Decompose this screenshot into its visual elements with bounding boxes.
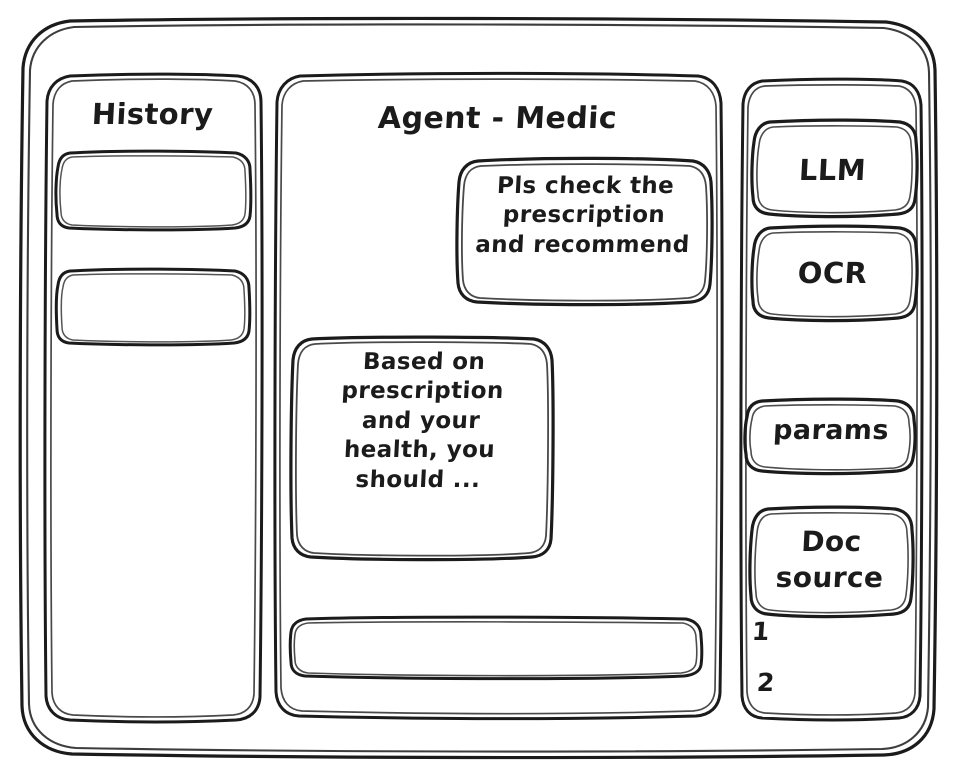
history-item-1[interactable]	[57, 152, 251, 230]
message-input[interactable]	[290, 617, 702, 677]
assistant-message-text: Based on prescription and your health, y…	[340, 349, 505, 493]
tool-button-ocr-label: OCR	[796, 256, 869, 290]
tool-button-llm-label: LLM	[798, 153, 867, 187]
history-panel-title: History	[90, 97, 215, 131]
doc-source-card-label: Doc source	[774, 525, 885, 594]
tool-button-params-label: params	[772, 415, 890, 446]
user-message-text: Pls check the prescription and recommend	[474, 173, 691, 258]
history-item-2[interactable]	[57, 270, 250, 344]
agent-panel-title: Agent - Medic	[377, 101, 618, 136]
doc-source-citation-1[interactable]: 1	[750, 617, 771, 646]
doc-source-citation-2[interactable]: 2	[755, 668, 776, 697]
